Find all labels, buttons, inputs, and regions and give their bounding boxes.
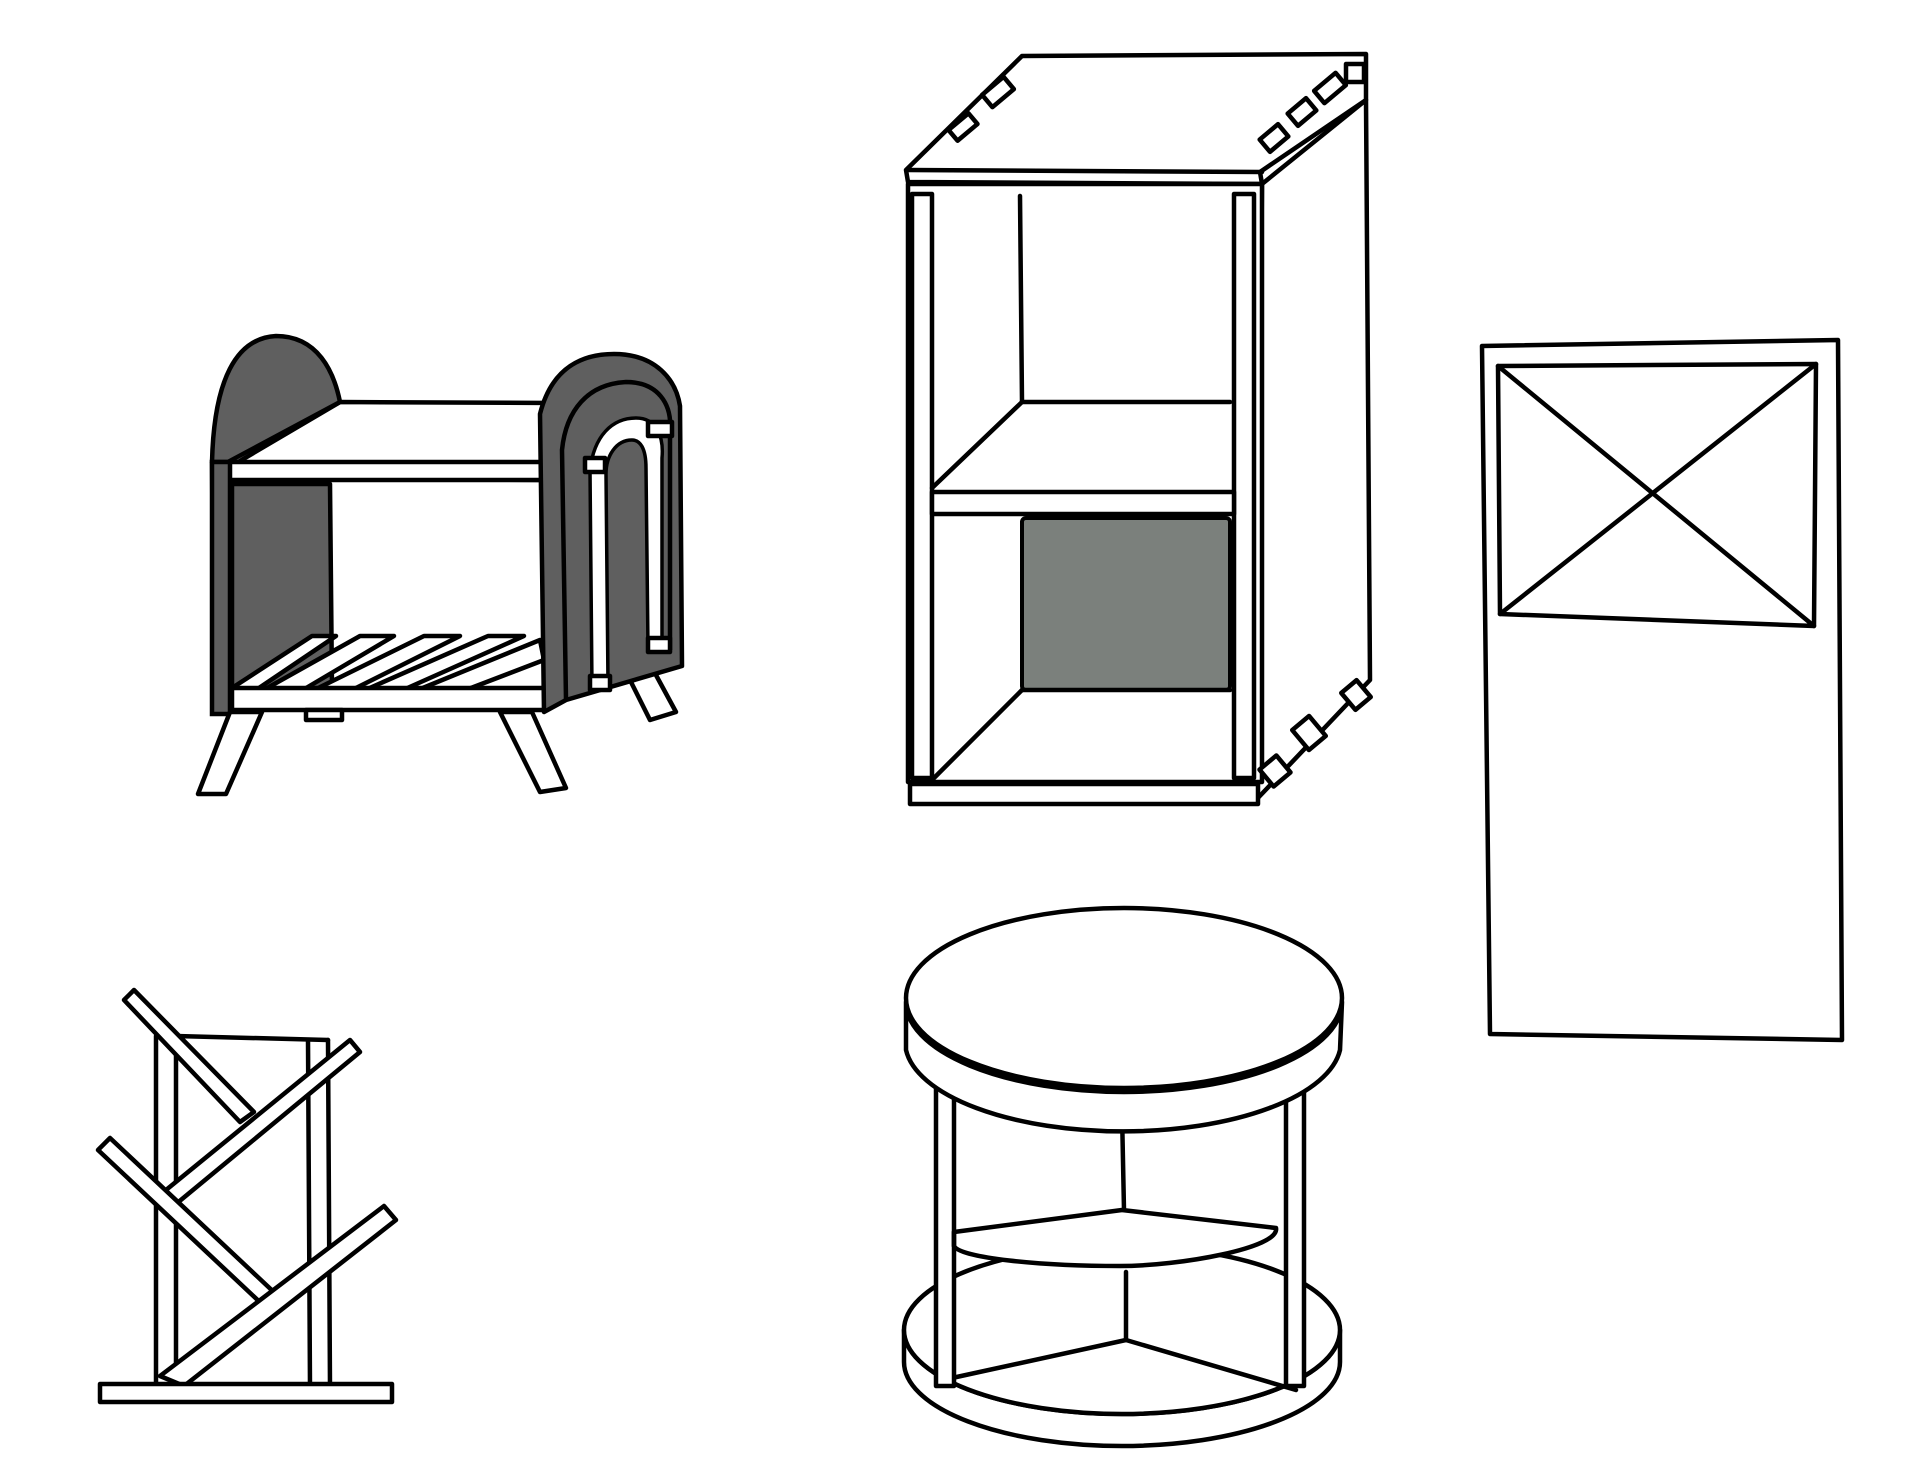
shelf-front-frame (905, 181, 1265, 785)
stool-seat-edge (225, 459, 547, 483)
stool-leg-front-left (195, 709, 265, 797)
stool-left-arch-top (209, 333, 343, 465)
panel-with-x-window-sketch (1479, 337, 1845, 1043)
tree-shelf-branch (121, 987, 257, 1125)
stool-right-arch-inner (559, 379, 673, 701)
round-side-table-sketch (901, 905, 1345, 1449)
stool-left-panel-edge (209, 459, 233, 717)
stool-connector (582, 455, 608, 475)
arched-stool-sketch (195, 333, 685, 797)
table-top-surface (903, 905, 1345, 1091)
stool-connector (645, 635, 673, 655)
table-post-right (1283, 1063, 1307, 1389)
table-middle-shelf (951, 1207, 1279, 1269)
shelf-top-joints (946, 61, 1367, 155)
tree-shelf-branch (95, 1135, 281, 1309)
tree-shelf-base (97, 1381, 395, 1405)
panel-window-diagonal (1497, 361, 1819, 617)
panel-window-diagonal (1495, 363, 1817, 629)
cube-bookshelf-sketch (903, 51, 1373, 807)
shelf-middle-board (929, 489, 1237, 517)
shelf-bottom-joints (1257, 677, 1373, 789)
stool-under-bar (303, 707, 345, 723)
shelf-base (907, 781, 1261, 807)
stool-leg-front-right (497, 709, 569, 795)
stool-connector (587, 673, 613, 693)
stool-slats (229, 633, 549, 713)
tree-shelf-right-post (325, 1037, 333, 1391)
table-post-left (933, 1063, 957, 1389)
table-bottom-disk (901, 1243, 1343, 1417)
shelf-gray-back-panel (1020, 516, 1232, 692)
stool-connector (645, 419, 675, 439)
tree-bookshelf-sketch (95, 987, 399, 1405)
